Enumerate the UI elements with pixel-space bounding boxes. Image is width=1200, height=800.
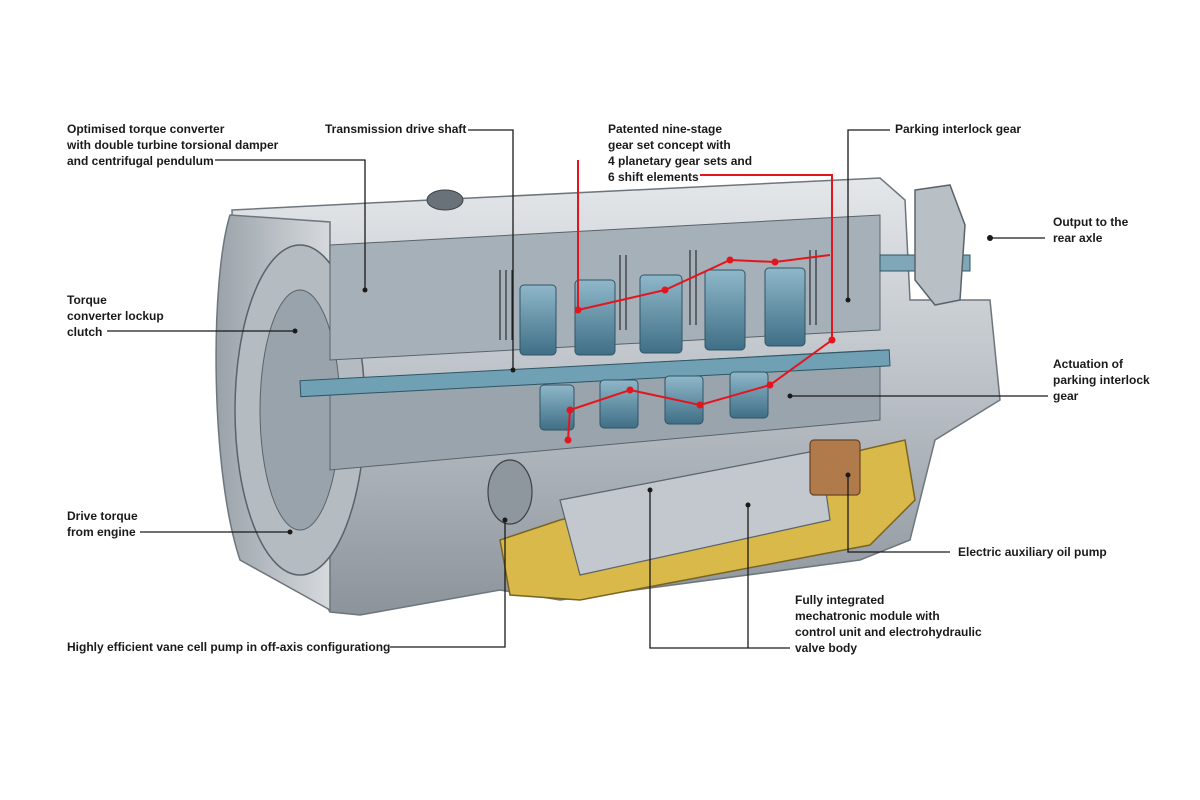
callout-line: Patented nine-stage bbox=[608, 122, 723, 136]
callout-line: Electric auxiliary oil pump bbox=[958, 545, 1107, 559]
callout-gear-set: Patented nine-stage gear set concept wit… bbox=[608, 121, 752, 185]
vane-pump-coupling bbox=[487, 459, 533, 525]
filler-cap bbox=[426, 189, 464, 211]
callout-lockup-clutch: Torque converter lockup clutch bbox=[67, 292, 164, 340]
callout-parking-actuation: Actuation of parking interlock gear bbox=[1053, 356, 1150, 404]
main-shaft bbox=[299, 349, 891, 398]
gearset-highlight bbox=[567, 160, 833, 441]
callout-output-axle: Output to the rear axle bbox=[1053, 214, 1128, 246]
callout-line: from engine bbox=[67, 525, 136, 539]
callout-line: Fully integrated bbox=[795, 593, 885, 607]
callout-line: control unit and electrohydraulic bbox=[795, 625, 982, 639]
callout-line: Transmission drive shaft bbox=[325, 122, 467, 136]
callout-line: Parking interlock gear bbox=[895, 122, 1022, 136]
callout-drive-shaft: Transmission drive shaft bbox=[325, 121, 466, 137]
callout-vane-pump: Highly efficient vane cell pump in off-a… bbox=[67, 639, 390, 655]
callout-line: and centrifugal pendulum bbox=[67, 154, 214, 168]
leader-lines bbox=[107, 129, 1048, 649]
callout-parking-gear: Parking interlock gear bbox=[895, 121, 1021, 137]
callout-line: Optimised torque converter bbox=[67, 122, 225, 136]
callout-drive-torque: Drive torque from engine bbox=[67, 508, 138, 540]
callout-torque-converter: Optimised torque converter with double t… bbox=[67, 121, 278, 169]
output-flange bbox=[914, 184, 966, 306]
leader-drive-shaft bbox=[468, 129, 514, 370]
callout-line: gear bbox=[1053, 389, 1079, 403]
callout-line: mechatronic module with bbox=[795, 609, 940, 623]
gearset-highlight-dots bbox=[564, 256, 836, 444]
electric-oil-pump bbox=[809, 439, 861, 496]
callout-line: Torque bbox=[67, 293, 107, 307]
leader-dots bbox=[287, 235, 993, 535]
callout-line: 6 shift elements bbox=[608, 170, 699, 184]
callout-line: Drive torque bbox=[67, 509, 138, 523]
leader-parking-gear bbox=[847, 129, 890, 300]
callout-line: gear set concept with bbox=[608, 138, 731, 152]
mechatronic-block bbox=[559, 449, 831, 576]
clutch-packs bbox=[499, 250, 817, 340]
callout-line: converter lockup bbox=[67, 309, 164, 323]
leader-vane-pump bbox=[390, 520, 506, 648]
leader-oil-pump bbox=[847, 475, 950, 553]
callout-line: rear axle bbox=[1053, 231, 1103, 245]
callout-line: clutch bbox=[67, 325, 103, 339]
callout-line: 4 planetary gear sets and bbox=[608, 154, 753, 168]
callout-line: valve body bbox=[795, 641, 858, 655]
gear-sets bbox=[519, 267, 806, 431]
callout-line: parking interlock bbox=[1053, 373, 1150, 387]
leader-torque-converter bbox=[215, 159, 366, 290]
callout-mechatronic: Fully integrated mechatronic module with… bbox=[795, 592, 982, 656]
callout-line: with double turbine torsional damper bbox=[67, 138, 279, 152]
leader-mechatronic-a bbox=[649, 490, 790, 649]
callout-line: Highly efficient vane cell pump in off-a… bbox=[67, 640, 391, 654]
callout-line: Actuation of bbox=[1053, 357, 1123, 371]
callout-line: Output to the bbox=[1053, 215, 1129, 229]
callout-oil-pump: Electric auxiliary oil pump bbox=[958, 544, 1107, 560]
torque-converter-core bbox=[259, 289, 341, 531]
